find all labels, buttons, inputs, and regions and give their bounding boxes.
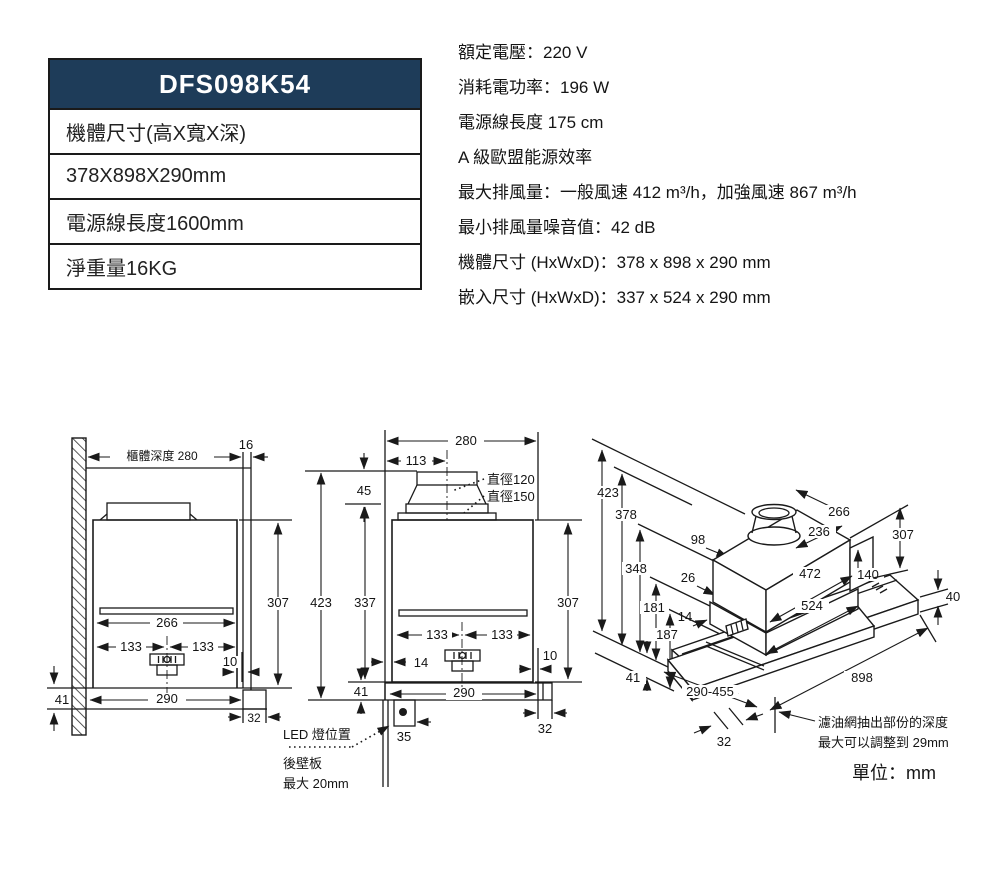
dim-41: 41 xyxy=(55,692,69,707)
dim-45: 45 xyxy=(357,483,371,498)
spec-recess-size: 嵌入尺寸 (HxWxD)：337 x 524 x 290 mm xyxy=(458,288,771,307)
dim-16: 16 xyxy=(239,437,253,452)
spec-body-size: 機體尺寸 (HxWxD)：378 x 898 x 290 mm xyxy=(458,253,771,272)
dim-133-right: 133 xyxy=(491,627,513,642)
dim-32: 32 xyxy=(247,711,261,725)
spec-voltage: 額定電壓：220 V xyxy=(458,43,588,62)
dim-266: 266 xyxy=(156,615,178,630)
spec-list: 額定電壓：220 V 消耗電功率：196 W 電源線長度 175 cm A 級歐… xyxy=(458,35,857,315)
table-row-dimension-label: 機體尺寸(高X寬X深) xyxy=(50,108,420,153)
rear-panel-label: 後壁板 xyxy=(283,756,322,771)
power-connector-icon xyxy=(149,653,185,676)
dim-diameter-150: 直徑150 xyxy=(487,489,535,504)
dim-10: 10 xyxy=(543,648,557,663)
led-position-label: LED 燈位置 xyxy=(283,727,351,742)
table-row-dimension-value: 378X898X290mm xyxy=(50,153,420,198)
dim-cabinet-depth: 櫃體深度 280 xyxy=(126,448,198,463)
front-section-drawing: 280 113 45 直徑120 直徑150 423 337 xyxy=(283,430,585,791)
filter-note-line1: 濾油網抽出部份的深度 xyxy=(818,715,948,730)
dim-10: 10 xyxy=(223,654,237,669)
rear-panel-max-label: 最大 20mm xyxy=(283,776,349,791)
dim-187: 187 xyxy=(656,627,678,642)
led-dot xyxy=(399,708,407,716)
table-row-cord-length: 電源線長度1600mm xyxy=(50,198,420,243)
dim-280: 280 xyxy=(455,433,477,448)
dim-236: 236 xyxy=(808,524,830,539)
dim-898: 898 xyxy=(851,670,873,685)
side-section-drawing: 櫃體深度 280 16 266 133 133 xyxy=(47,437,293,736)
duct-collar xyxy=(747,503,801,546)
rear-wall-line xyxy=(382,430,389,787)
dim-290: 290 xyxy=(156,691,178,706)
duct-stub xyxy=(106,502,191,521)
dim-140: 140 xyxy=(857,567,879,582)
dim-35: 35 xyxy=(397,729,411,744)
dim-307: 307 xyxy=(267,595,289,610)
dim-423: 423 xyxy=(310,595,332,610)
dim-290-455: 290-455 xyxy=(686,684,734,699)
dim-41: 41 xyxy=(354,684,368,699)
dim-181: 181 xyxy=(643,600,665,615)
dim-40: 40 xyxy=(946,589,960,604)
dim-14: 14 xyxy=(678,609,692,624)
filter-slot xyxy=(398,609,528,617)
dim-26: 26 xyxy=(681,570,695,585)
dim-266: 266 xyxy=(828,504,850,519)
dim-348: 348 xyxy=(625,561,647,576)
model-name: DFS098K54 xyxy=(50,60,420,108)
dim-14: 14 xyxy=(414,655,428,670)
dim-337: 337 xyxy=(354,595,376,610)
spec-energy-class: A 級歐盟能源效率 xyxy=(458,148,593,167)
dim-307: 307 xyxy=(892,527,914,542)
dim-524: 524 xyxy=(801,598,823,613)
dim-diameter-120: 直徑120 xyxy=(487,472,535,487)
dim-32: 32 xyxy=(538,721,552,736)
led-housing xyxy=(393,699,416,727)
isometric-drawing: 423 378 348 181 187 41 98 26 14 xyxy=(591,438,960,750)
hood-body-outline xyxy=(391,519,534,683)
dim-290: 290 xyxy=(453,685,475,700)
hood-body-outline xyxy=(92,519,238,688)
dim-307: 307 xyxy=(557,595,579,610)
technical-drawings: 櫃體深度 280 16 266 133 133 xyxy=(47,430,960,791)
dim-378: 378 xyxy=(615,507,637,522)
wall-hatch xyxy=(71,437,87,736)
filter-slot xyxy=(99,607,234,615)
dim-113: 113 xyxy=(406,453,427,468)
table-row-net-weight: 淨重量16KG xyxy=(50,243,420,288)
dim-133-left: 133 xyxy=(120,639,142,654)
spec-noise: 最小排風量噪音值：42 dB xyxy=(458,218,656,237)
unit-label: 單位：mm xyxy=(852,763,936,783)
spec-cord-length: 電源線長度 175 cm xyxy=(458,113,604,132)
dim-133-right: 133 xyxy=(192,639,214,654)
spec-power: 消耗電功率：196 W xyxy=(458,78,610,97)
dim-472: 472 xyxy=(799,566,821,581)
dim-98: 98 xyxy=(691,532,705,547)
spec-max-airflow: 最大排風量：一般風速 412 m³/h，加強風速 867 m³/h xyxy=(458,183,857,202)
model-spec-table: DFS098K54 機體尺寸(高X寬X深) 378X898X290mm 電源線長… xyxy=(48,58,422,290)
power-connector-icon xyxy=(444,649,481,672)
power-connector-icon xyxy=(725,618,749,637)
bottom-panel xyxy=(242,689,267,710)
dim-423: 423 xyxy=(597,485,619,500)
dim-41: 41 xyxy=(626,670,640,685)
dim-32: 32 xyxy=(717,734,731,749)
filter-note-line2: 最大可以調整到 29mm xyxy=(818,735,949,750)
dim-133-left: 133 xyxy=(426,627,448,642)
